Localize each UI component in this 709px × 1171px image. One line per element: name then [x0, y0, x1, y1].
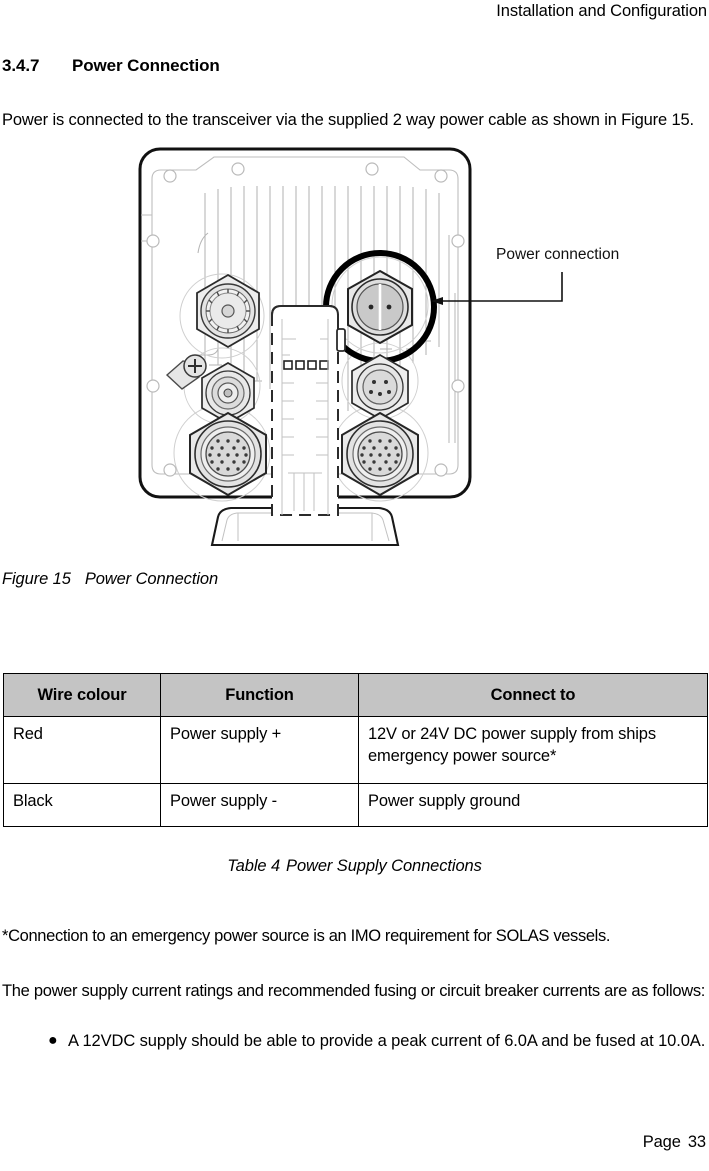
cell-wire-colour: Red: [3, 716, 161, 784]
cell-wire-colour: Black: [3, 783, 161, 827]
power-supply-connections-table: Wire colour Function Connect to Red Powe…: [3, 673, 708, 827]
mounting-bracket: [271, 305, 346, 516]
list-item: ● A 12VDC supply should be able to provi…: [0, 1030, 709, 1053]
column-header-connect-to: Connect to: [358, 673, 708, 717]
cell-connect-to: 12V or 24V DC power supply from ships em…: [358, 716, 708, 784]
table-row: Black Power supply - Power supply ground: [3, 783, 708, 827]
mounting-stand: [210, 506, 400, 547]
intro-paragraph: Power is connected to the transceiver vi…: [2, 110, 694, 129]
section-number: 3.4.7: [2, 56, 40, 75]
footnote-paragraph: *Connection to an emergency power source…: [2, 926, 611, 945]
connector-left-bottom: [189, 411, 267, 497]
connector-left-top: [196, 273, 260, 349]
table-row: Red Power supply + 12V or 24V DC power s…: [3, 716, 708, 784]
current-ratings-bullet-list: ● A 12VDC supply should be able to provi…: [0, 1030, 709, 1053]
power-connection-leader-line: [431, 272, 563, 305]
page-label: Page: [642, 1133, 681, 1151]
ground-screw-tab: [165, 354, 207, 390]
page-running-header: Installation and Configuration: [496, 2, 707, 20]
section-heading: 3.4.7 Power Connection: [2, 56, 220, 76]
column-header-wire-colour: Wire colour: [3, 673, 161, 717]
figure-power-connection: Power connection: [0, 143, 709, 558]
connector-left-middle: [201, 362, 255, 424]
leader-arrowhead: [431, 297, 443, 305]
cell-function: Power supply -: [160, 783, 359, 827]
transceiver-rear-view-drawing: Power connection: [138, 147, 619, 547]
table-header-row: Wire colour Function Connect to: [3, 673, 708, 717]
page-number: 33: [687, 1133, 706, 1151]
power-connector: [323, 250, 437, 364]
connector-right-bottom: [341, 411, 419, 497]
page-footer: Page 33: [0, 1133, 709, 1152]
table-caption-text: Power Supply Connections: [286, 857, 482, 875]
table-caption: Table 4 Power Supply Connections: [0, 857, 709, 876]
section-title: Power Connection: [72, 56, 220, 75]
figure-caption-number: Figure 15: [2, 570, 71, 588]
bullet-icon: ●: [48, 1032, 58, 1049]
figure-caption-text: Power Connection: [84, 570, 219, 588]
figure-caption: Figure 15 Power Connection: [2, 570, 218, 589]
column-header-function: Function: [160, 673, 359, 717]
power-connection-callout-label: Power connection: [496, 246, 619, 263]
cell-function: Power supply +: [160, 716, 359, 784]
connector-right-middle: [351, 354, 409, 420]
table-caption-number: Table 4: [227, 857, 281, 875]
cell-connect-to: Power supply ground: [358, 783, 708, 827]
list-item-text: A 12VDC supply should be able to provide…: [68, 1032, 706, 1050]
ratings-intro-paragraph: The power supply current ratings and rec…: [2, 981, 706, 1000]
